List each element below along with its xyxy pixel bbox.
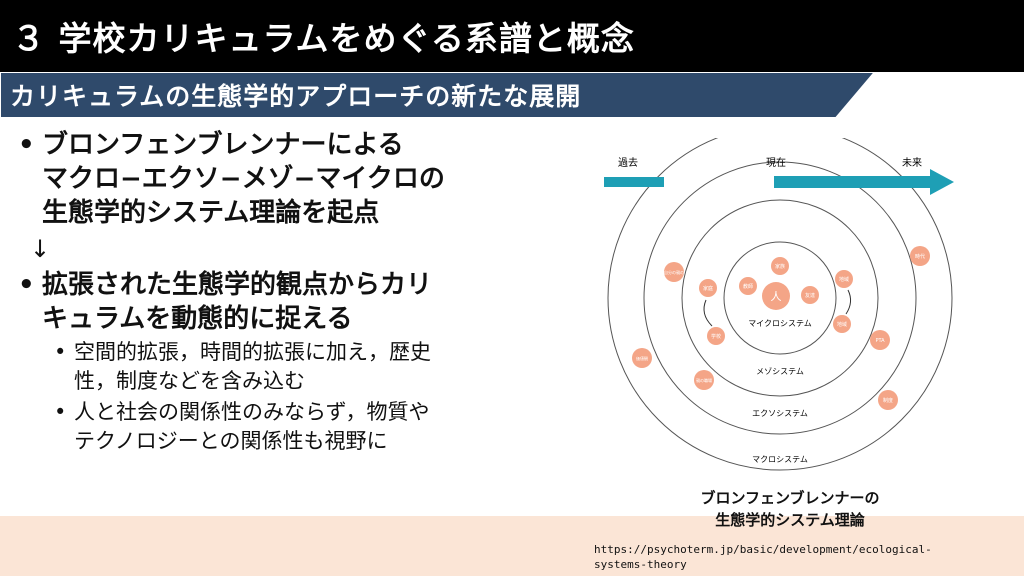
node-pta bbox=[870, 330, 890, 350]
bullet-1-line-2: マクロ−エクソ−メゾ−マイクロの bbox=[42, 164, 445, 194]
node-parent-work bbox=[694, 370, 714, 390]
bullet-1-line-3: 生態学的システム理論を起点 bbox=[42, 198, 380, 228]
bullet-2-line-1: 拡張された生態学的観点からカリ bbox=[42, 270, 433, 300]
meso-label: メゾシステム bbox=[756, 367, 804, 376]
caption-line-1: ブロンフェンブレンナーの bbox=[700, 489, 880, 507]
node-sibling-school bbox=[664, 262, 684, 282]
node-home bbox=[699, 279, 717, 297]
past-label: 過去 bbox=[618, 157, 638, 169]
down-arrow: ↓ bbox=[30, 235, 51, 263]
node-region-label: 地域 bbox=[839, 276, 849, 283]
subtitle-text: カリキュラムの生態学的アプローチの新たな展開 bbox=[10, 82, 582, 111]
url-line-2[interactable]: systems-theory bbox=[594, 558, 687, 571]
center-label: 人 bbox=[771, 290, 782, 303]
node-culture-label: 価値観 bbox=[636, 355, 648, 361]
source-url[interactable]: https://psychoterm.jp/basic/development/… bbox=[594, 542, 932, 572]
home-school-link bbox=[703, 299, 713, 327]
sub-bullet-2: • 人と社会の関係性のみならず，物質や テクノロジーとの関係性も視野に bbox=[18, 398, 578, 456]
micro-ring bbox=[723, 241, 837, 355]
bottom-accent-band bbox=[0, 516, 1024, 576]
node-era-label: 時代 bbox=[915, 253, 925, 260]
node-family-label: 家族 bbox=[775, 263, 785, 270]
bullet-dot: • bbox=[18, 130, 35, 160]
exo-label: エクソシステム bbox=[752, 409, 808, 418]
node-culture bbox=[632, 348, 652, 368]
bullet-list: • ブロンフェンブレンナーによる マクロ−エクソ−メゾ−マイクロの 生態学的シス… bbox=[18, 128, 578, 456]
exo-ring bbox=[643, 161, 917, 435]
node-pta-label: PTA bbox=[875, 338, 885, 344]
node-teacher-label: 教師 bbox=[743, 283, 753, 290]
subtitle-banner bbox=[0, 72, 880, 118]
node-friends bbox=[801, 286, 819, 304]
node-school-label: 学校 bbox=[711, 333, 721, 340]
center-node bbox=[762, 282, 790, 310]
node-sibling-school-label: 自分の親の bbox=[664, 269, 684, 275]
slide-title: ３ 学校カリキュラムをめぐる系譜と概念 bbox=[12, 19, 635, 58]
bullet-2-line-2: キュラムを動態的に捉える bbox=[42, 304, 353, 334]
bullet-1: • ブロンフェンブレンナーによる マクロ−エクソ−メゾ−マイクロの 生態学的シス… bbox=[18, 128, 578, 230]
sub-bullet-dot: • bbox=[54, 340, 67, 364]
meso-ring bbox=[681, 199, 879, 397]
node-region-2-label: 地域 bbox=[837, 321, 847, 328]
past-arrow-bar bbox=[604, 177, 664, 187]
node-school bbox=[707, 327, 725, 345]
node-system bbox=[878, 390, 898, 410]
diagram-caption: ブロンフェンブレンナーの 生態学的システム理論 bbox=[640, 487, 940, 531]
future-label: 未来 bbox=[902, 157, 922, 169]
bullet-dot: • bbox=[18, 270, 35, 300]
micro-label: マイクロシステム bbox=[748, 319, 812, 328]
caption-line-2: 生態学的システム理論 bbox=[715, 511, 865, 529]
node-teacher bbox=[739, 277, 757, 295]
title-bar bbox=[0, 0, 1024, 72]
future-arrow bbox=[774, 169, 954, 195]
node-era bbox=[910, 246, 930, 266]
ecological-systems-diagram: 過去 現在 未来 人 家族 教師 友達 マイクロシステム 家庭 学校 地域 地域… bbox=[590, 125, 990, 478]
bullet-2: • 拡張された生態学的観点からカリ キュラムを動態的に捉える bbox=[18, 268, 578, 336]
node-home-label: 家庭 bbox=[703, 285, 713, 292]
sub-bullet-2-line-2: テクノロジーとの関係性も視野に bbox=[74, 429, 388, 453]
sub-bullet-1: • 空間的拡張，時間的拡張に加え，歴史 性，制度などを含み込む bbox=[18, 338, 578, 396]
bullet-1-line-1: ブロンフェンブレンナーによる bbox=[42, 130, 404, 160]
node-parent-work-label: 親の職場 bbox=[696, 377, 712, 383]
sub-bullet-dot: • bbox=[54, 400, 67, 424]
sub-bullet-1-line-2: 性，制度などを含み込む bbox=[74, 369, 305, 393]
node-region bbox=[835, 270, 853, 288]
sub-bullet-2-line-1: 人と社会の関係性のみならず，物質や bbox=[74, 400, 430, 424]
present-label: 現在 bbox=[766, 157, 786, 169]
region-link bbox=[845, 289, 852, 315]
sub-bullet-1-line-1: 空間的拡張，時間的拡張に加え，歴史 bbox=[74, 340, 431, 364]
macro-label: マクロシステム bbox=[752, 455, 808, 464]
node-friends-label: 友達 bbox=[805, 292, 815, 299]
node-region-2 bbox=[833, 315, 851, 333]
url-line-1[interactable]: https://psychoterm.jp/basic/development/… bbox=[594, 543, 932, 556]
node-family bbox=[771, 257, 789, 275]
node-system-label: 制度 bbox=[883, 397, 893, 404]
